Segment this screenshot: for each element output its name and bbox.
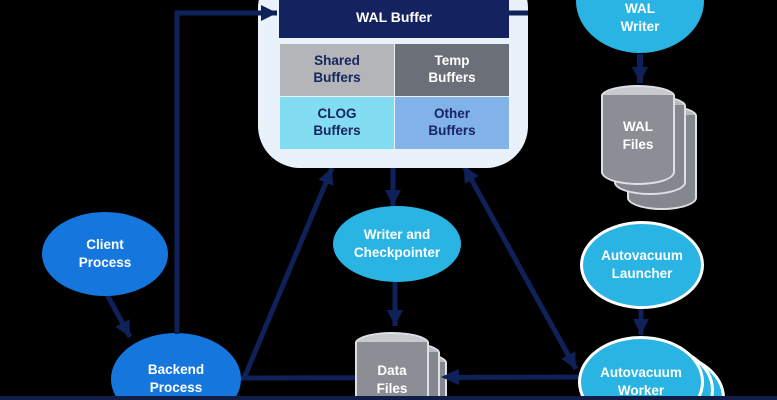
shared-buffers-box: Shared Buffers (280, 44, 394, 96)
client-process-node: Client Process (42, 212, 168, 296)
writer-checkpointer-node: Writer and Checkpointer (333, 206, 461, 282)
wal-files-label: WAL Files (622, 119, 654, 152)
autovacuum-launcher-node: Autovacuum Launcher (580, 221, 704, 309)
wal-buffer-label: WAL Buffer (356, 9, 432, 25)
arrow-backend-to-wal-buffer (174, 5, 277, 334)
clog-buffers-box: CLOG Buffers (280, 97, 394, 149)
buffer-grid: Shared Buffers Temp Buffers CLOG Buffers… (280, 44, 509, 149)
wal-buffer-box: WAL Buffer (279, 0, 509, 38)
backend-process-node: Backend Process (111, 333, 241, 400)
cylinder-body (601, 95, 675, 185)
arrow-backend-to-shared-memory (242, 167, 335, 377)
arrow-shared-memory-to-autovacuum-worker (516, 264, 579, 371)
other-buffers-box: Other Buffers (395, 97, 509, 149)
wal-files-cylinder: WAL Files (601, 85, 675, 185)
data-files-cylinder: Data Files (355, 332, 429, 400)
bottom-edge-strip (0, 396, 777, 400)
arrow-autovacuum-worker-to-shared-memory (461, 164, 522, 268)
arrowhead-worker-to-data-files (441, 369, 459, 385)
data-files-label: Data Files (376, 363, 408, 396)
temp-buffers-box: Temp Buffers (395, 44, 509, 96)
cylinder-body (355, 342, 429, 400)
